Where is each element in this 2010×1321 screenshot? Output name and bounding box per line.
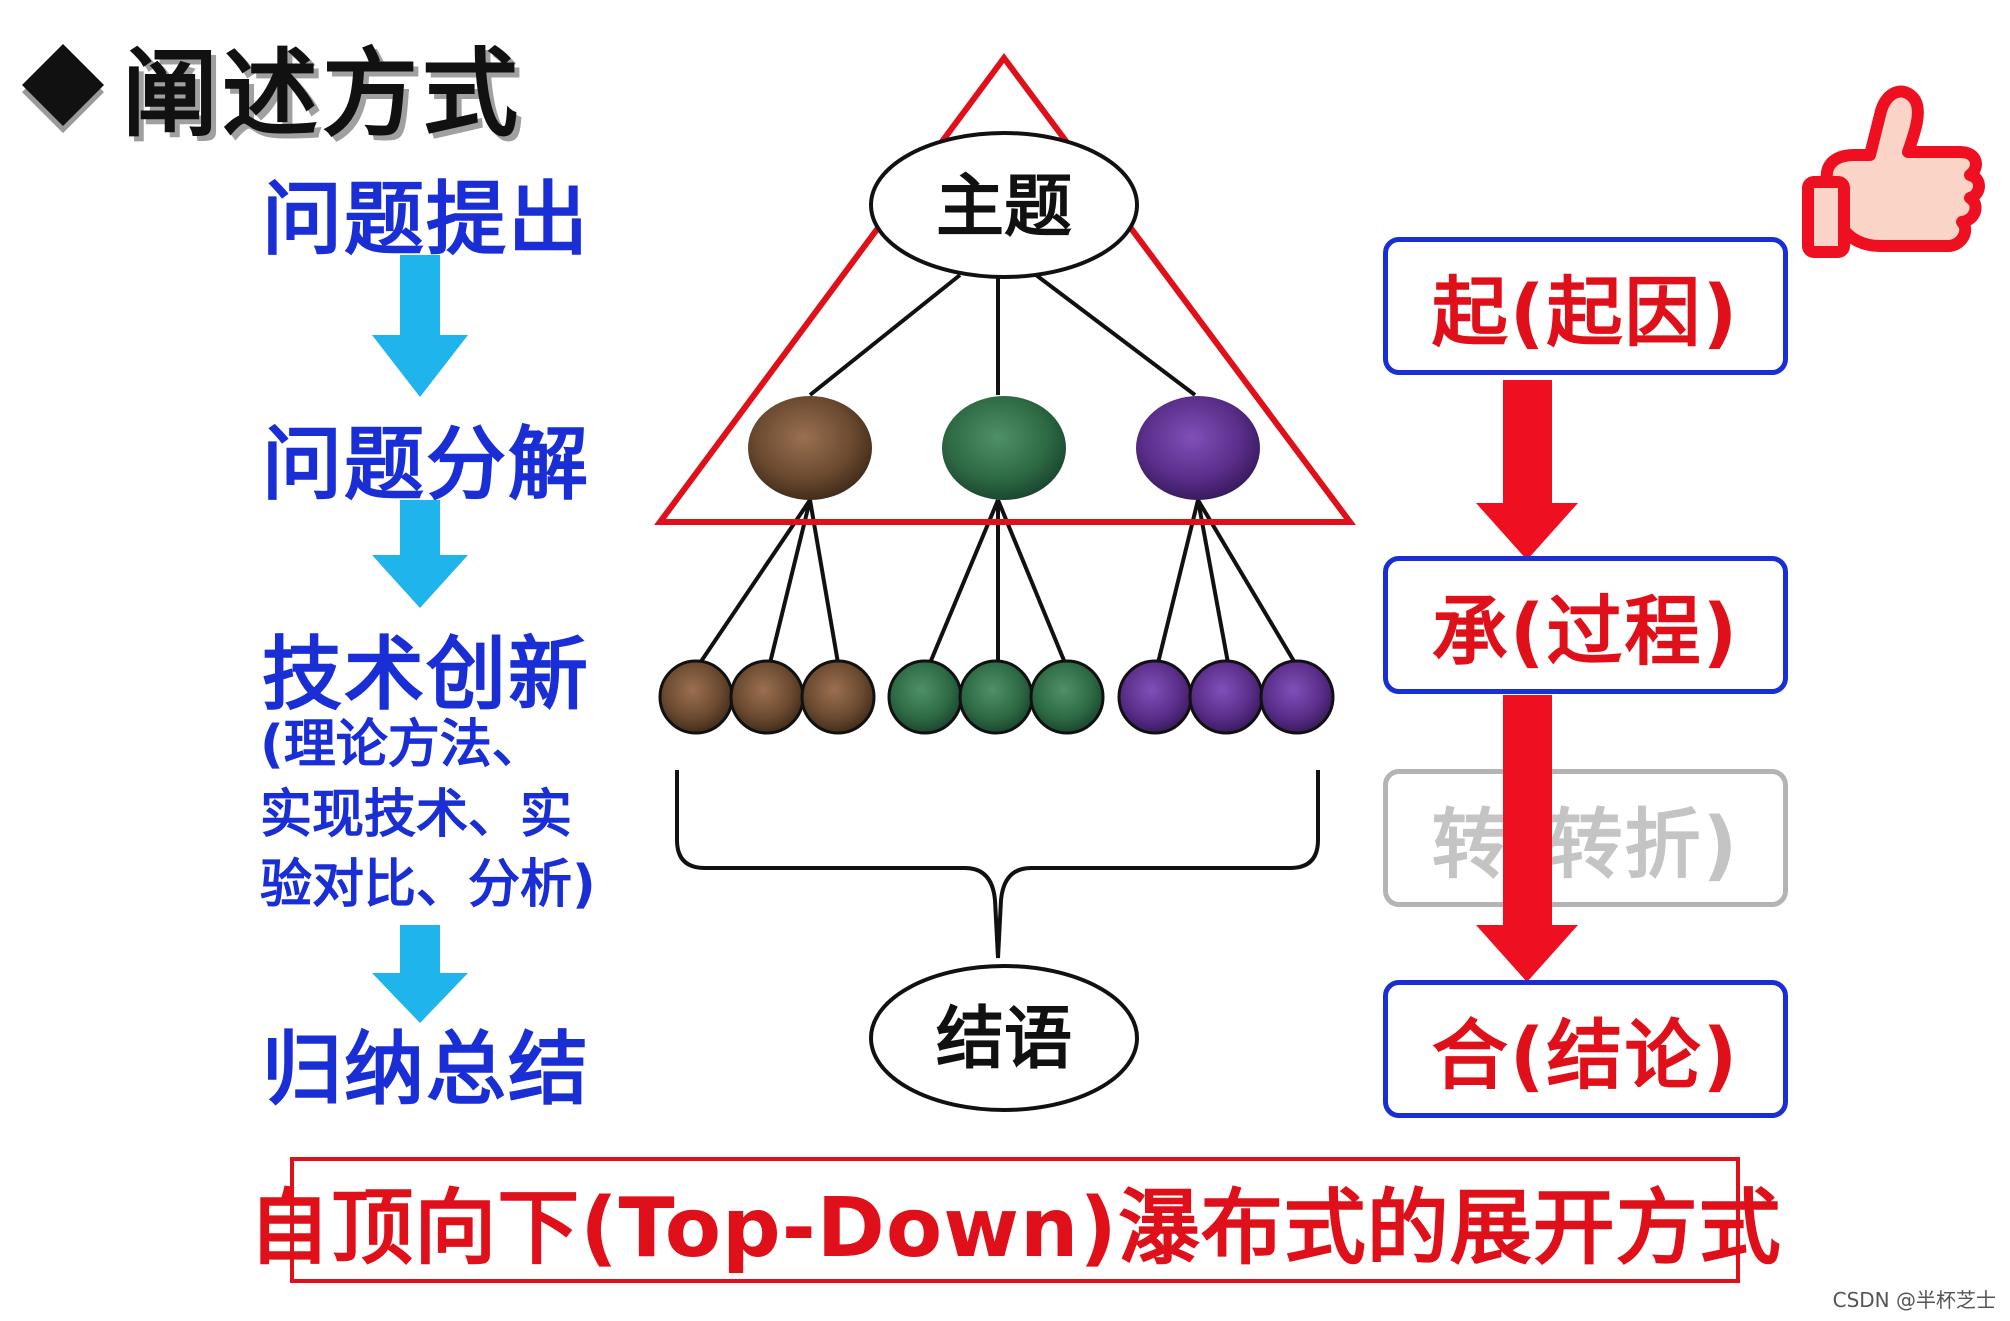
leaf-node-purple-3 [1259, 659, 1335, 735]
flow-box-zhuan: 转(转折) [1383, 769, 1788, 907]
leaf-node-green-2 [958, 659, 1034, 735]
leaf-node-brown-1 [658, 659, 734, 735]
curly-brace [675, 770, 1320, 959]
root-node-label: 主题 [936, 168, 1072, 247]
leaf-node-purple-2 [1188, 659, 1264, 735]
title-row: 阐述方式 [18, 30, 522, 150]
leaf-node-brown-2 [729, 659, 805, 735]
mid-node-green [942, 396, 1066, 500]
red-down-arrow-icon [1476, 380, 1578, 560]
conclusion-node-label: 结语 [936, 1000, 1072, 1079]
bottom-banner: 自顶向下(Top-Down)瀑布式的展开方式 [248, 1157, 1781, 1283]
root-connectors [808, 273, 1197, 397]
leaf-node-green-1 [887, 659, 963, 735]
step-tech-innovation-detail: (理论方法、 实现技术、实 验对比、分析) [260, 715, 596, 915]
mid-node-purple [1136, 396, 1260, 500]
leaf-node-purple-1 [1117, 659, 1193, 735]
down-arrow-icon [372, 500, 468, 608]
red-triangle [654, 52, 1356, 525]
down-arrow-icon [372, 255, 468, 397]
step-problem-raised: 问题提出 [262, 173, 590, 266]
mid-node-brown [748, 396, 872, 500]
step-tech-innovation: 技术创新 [262, 628, 590, 721]
leaf-node-brown-3 [800, 659, 876, 735]
leaf-connectors [698, 498, 1297, 665]
flow-box-qi: 起(起因) [1383, 237, 1788, 375]
conclusion-node [869, 964, 1139, 1112]
flow-box-he: 合(结论) [1383, 980, 1788, 1118]
watermark: CSDN @半杯芝士 [1832, 1288, 1996, 1312]
step-problem-decomposition: 问题分解 [262, 418, 590, 511]
page-title: 阐述方式 [122, 37, 522, 150]
leaf-nodes [658, 659, 1335, 735]
thumbs-up-icon [1802, 85, 1985, 258]
down-arrow-icon [372, 925, 468, 1023]
flow-box-cheng: 承(过程) [1383, 556, 1788, 694]
root-node [869, 131, 1139, 279]
leaf-node-green-3 [1029, 659, 1105, 735]
step-summary: 归纳总结 [262, 1023, 590, 1116]
